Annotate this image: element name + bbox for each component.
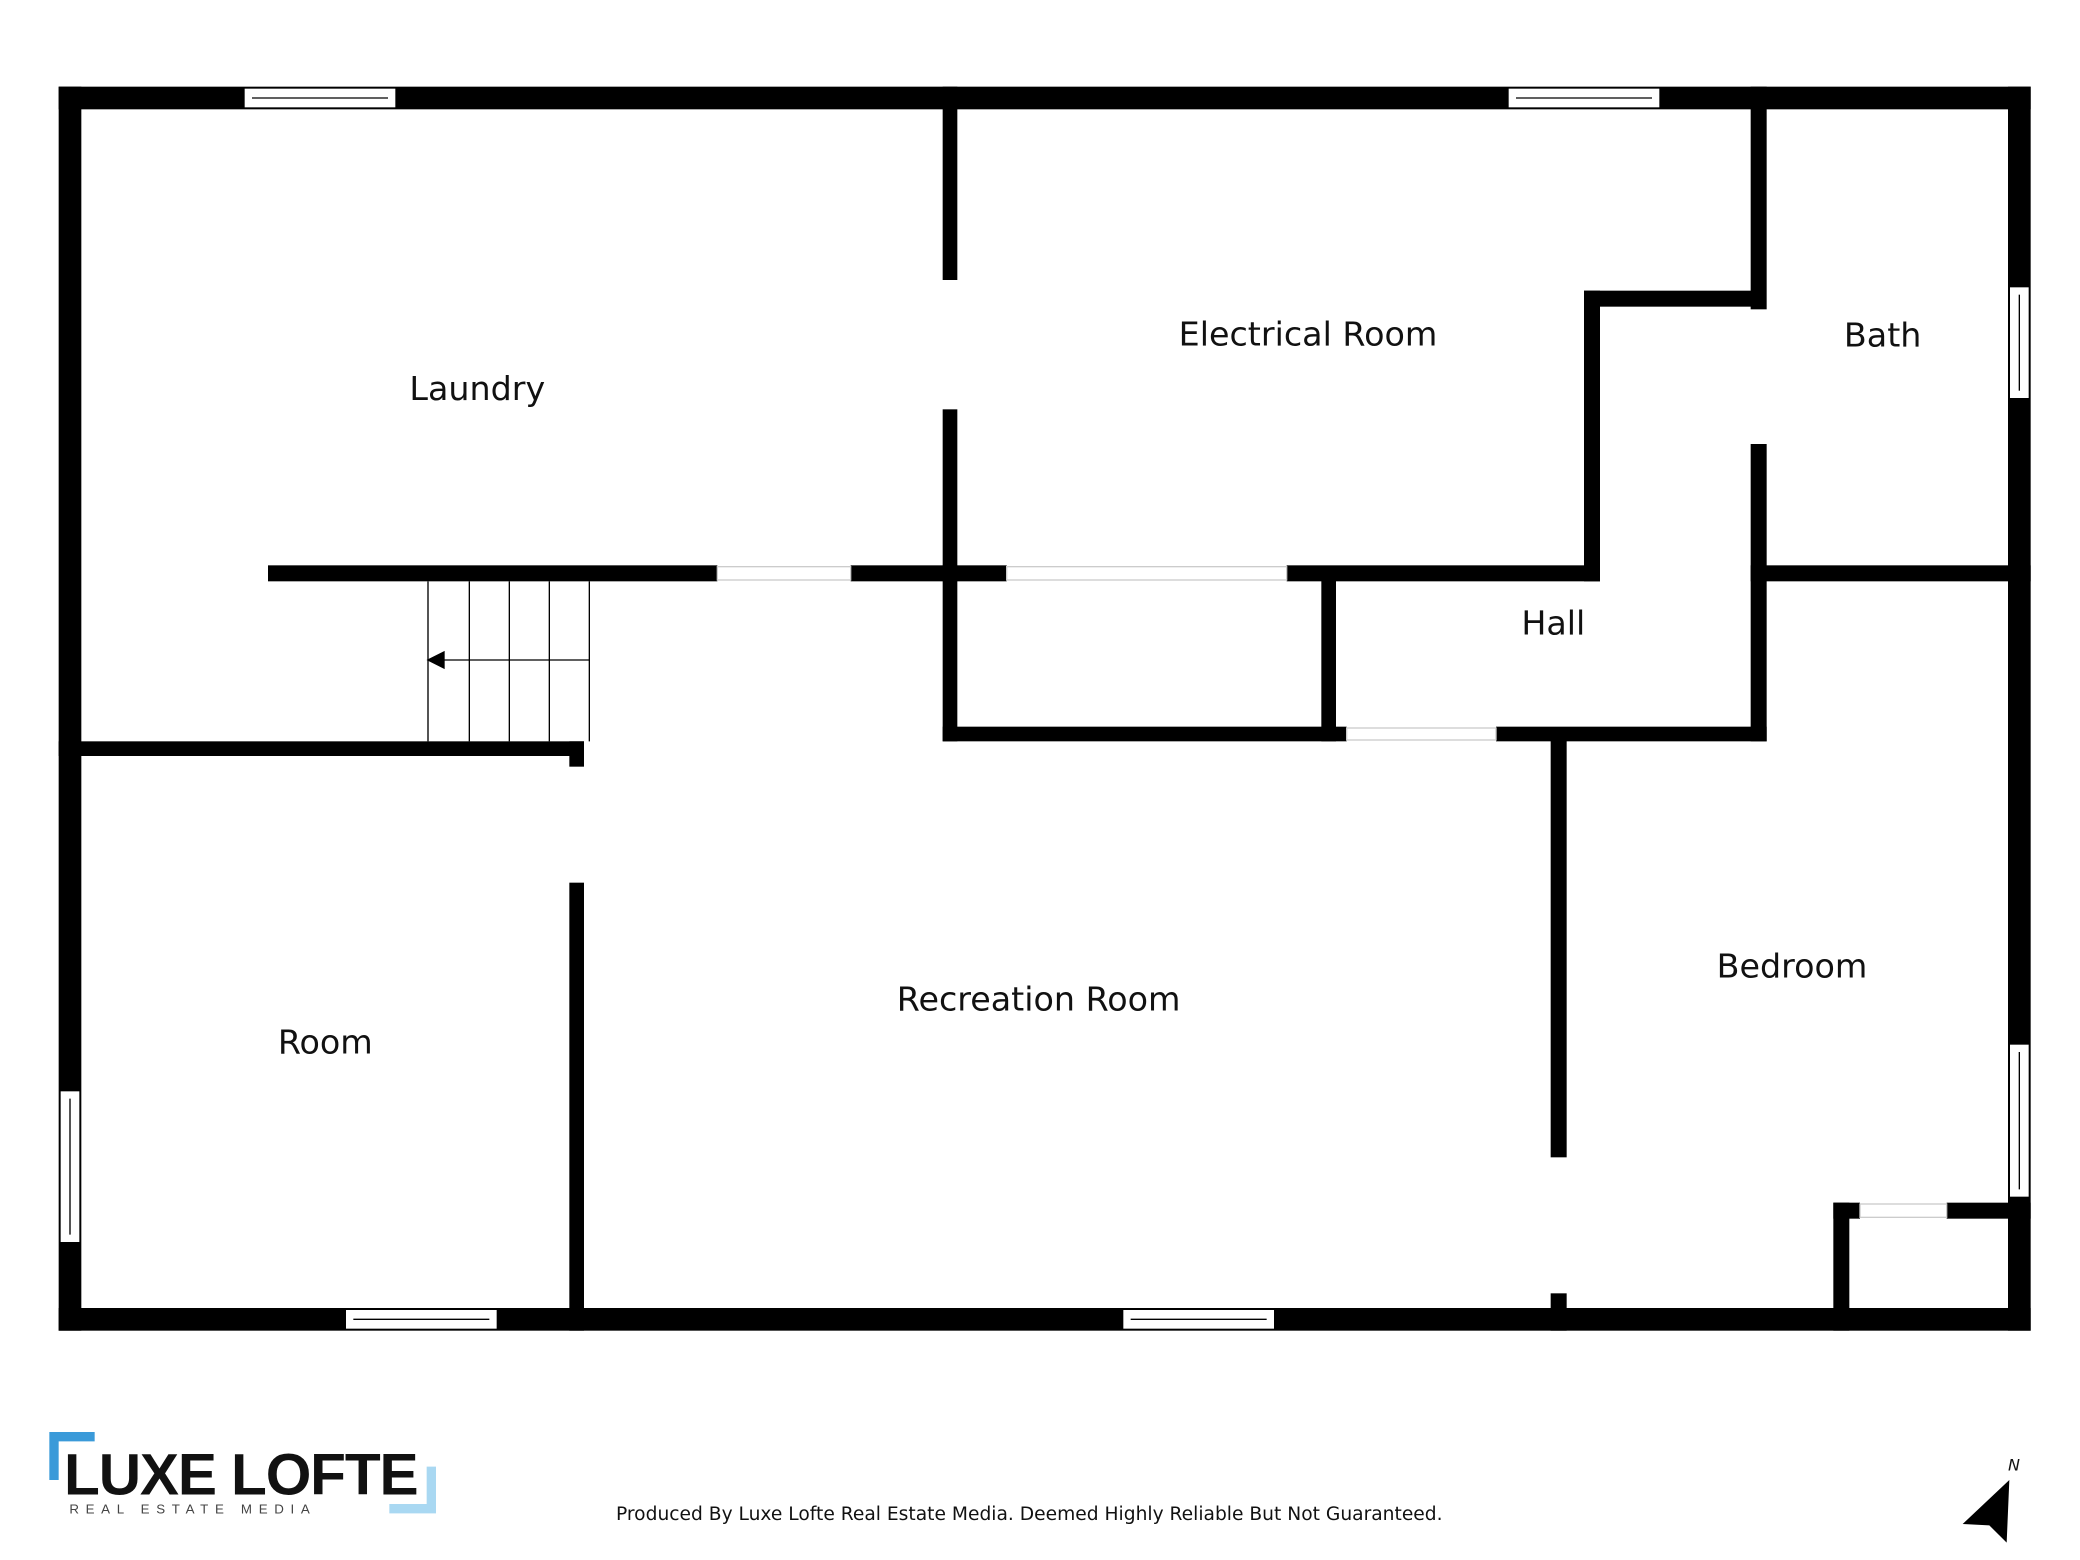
door-openings	[716, 565, 1948, 1218]
room-label-bath: Bath	[1844, 316, 1921, 355]
compass-label: N	[2008, 1456, 2020, 1475]
north-arrow-icon	[1962, 1480, 2010, 1543]
compass: N	[1962, 1456, 2020, 1543]
room-label-electrical: Electrical Room	[1179, 314, 1438, 353]
disclaimer: Produced By Luxe Lofte Real Estate Media…	[616, 1504, 1443, 1525]
logo-tagline: REAL ESTATE MEDIA	[69, 1501, 316, 1516]
room-label-recreation: Recreation Room	[897, 980, 1181, 1019]
walls	[58, 86, 2031, 1331]
logo-bracket-right	[389, 1466, 436, 1514]
stairs	[426, 581, 590, 742]
logo: LUXE LOFTE REAL ESTATE MEDIA	[49, 1432, 436, 1516]
logo-name: LUXE LOFTE	[64, 1443, 419, 1508]
room-label-room: Room	[278, 1022, 373, 1061]
windows	[59, 87, 2030, 1330]
room-label-laundry: Laundry	[409, 369, 545, 408]
room-label-hall: Hall	[1521, 604, 1585, 643]
logo-bracket-left	[49, 1432, 95, 1480]
room-label-bedroom: Bedroom	[1717, 946, 1868, 985]
